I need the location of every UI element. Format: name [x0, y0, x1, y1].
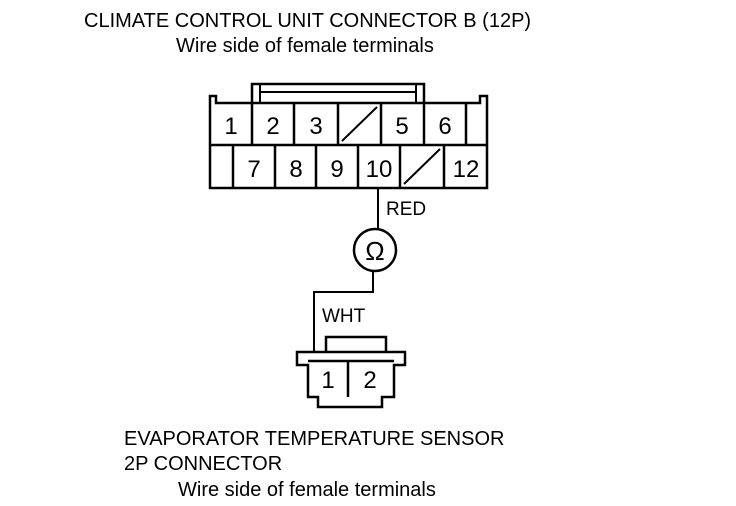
top-pin-7: 7 [247, 156, 260, 183]
top-connector-title: CLIMATE CONTROL UNIT CONNECTOR B (12P) [84, 10, 531, 32]
top-pin-6: 6 [438, 113, 451, 140]
top-connector-subtitle: Wire side of female terminals [176, 35, 434, 57]
top-pin-8: 8 [289, 156, 302, 183]
bottom-connector-latch [324, 335, 388, 352]
top-pin-2: 2 [266, 113, 279, 140]
top-pin-9: 9 [330, 156, 343, 183]
top-pin-3: 3 [309, 113, 322, 140]
bottom-connector-title-line1: EVAPORATOR TEMPERATURE SENSOR [124, 428, 504, 450]
bottom-connector-title-line2: 2P CONNECTOR [124, 453, 282, 475]
bottom-connector: 1 2 [295, 335, 407, 409]
top-pin-5: 5 [395, 113, 408, 140]
top-pin-12: 12 [453, 156, 480, 183]
empty-cavity-4-slash [341, 106, 378, 142]
top-connector: 1 2 3 5 6 7 8 9 10 12 [208, 82, 489, 190]
top-connector-latch [250, 82, 426, 103]
red-wire-label: RED [386, 199, 426, 220]
wht-wire [313, 271, 374, 352]
bottom-connector-body [295, 350, 407, 409]
bottom-pin-1: 1 [321, 367, 334, 394]
ohmmeter: Ω [352, 227, 398, 273]
top-pin-1: 1 [224, 113, 237, 140]
top-connector-body [208, 94, 489, 190]
ohm-icon: Ω [365, 236, 384, 266]
wht-wire-label: WHT [322, 306, 366, 327]
empty-cavity-11-slash [403, 148, 441, 185]
ohmmeter-circle [352, 227, 398, 273]
bottom-pin-2: 2 [363, 367, 376, 394]
top-pin-10: 10 [366, 156, 393, 183]
bottom-connector-subtitle: Wire side of female terminals [178, 479, 436, 501]
